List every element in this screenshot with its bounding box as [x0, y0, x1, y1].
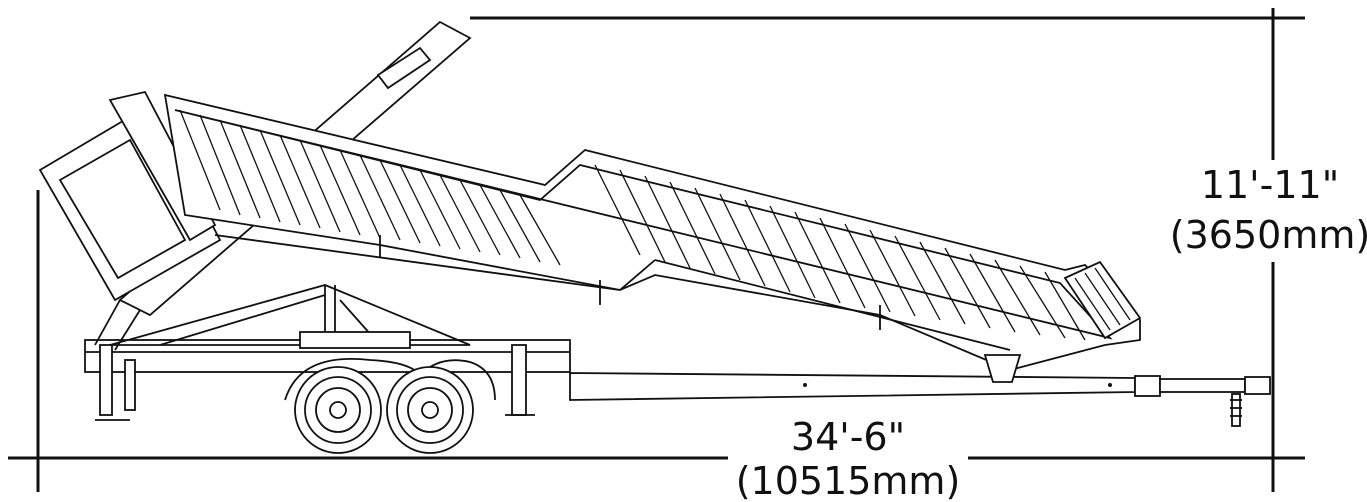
length-dimension-lines: [8, 190, 1305, 492]
ramp-deck: [163, 93, 1142, 383]
wheel-front: [386, 366, 474, 454]
ramp-tail-gate: [1063, 260, 1142, 340]
height-dimension-imperial: 11'-11": [1201, 163, 1339, 207]
ramp-slats-left: [179, 109, 561, 266]
length-dimension-imperial: 34'-6": [791, 415, 905, 459]
ramp-slats-right: [594, 164, 1086, 341]
trailer-frame: [84, 339, 1271, 427]
length-dimension-metric: (10515mm): [736, 459, 961, 502]
height-dimension-metric: (3650mm): [1170, 213, 1367, 257]
height-dimension-lines: [470, 8, 1305, 492]
wheel-rear: [294, 366, 382, 454]
lift-frame: [109, 284, 471, 349]
